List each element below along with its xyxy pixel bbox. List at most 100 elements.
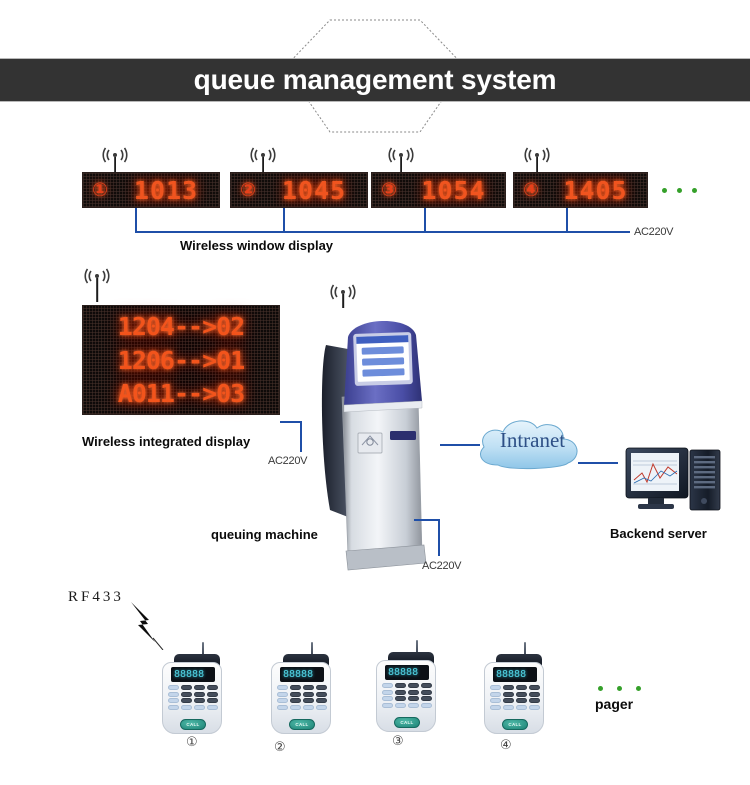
pager-key[interactable] xyxy=(206,685,218,690)
pager-keypad[interactable] xyxy=(490,685,540,710)
pager-key[interactable] xyxy=(193,685,206,690)
pager-key[interactable] xyxy=(168,704,180,710)
pager-key[interactable] xyxy=(180,691,193,697)
wireless-window-display[interactable]: ① 1013 xyxy=(82,172,220,208)
pager-lcd: 88888 xyxy=(493,667,537,682)
pager-device[interactable]: 88888 CALL xyxy=(156,642,228,734)
pager-key[interactable] xyxy=(502,685,515,690)
pager-key[interactable] xyxy=(382,689,394,695)
pager-key[interactable] xyxy=(420,702,432,708)
pager-key[interactable] xyxy=(180,698,193,703)
pager-key[interactable] xyxy=(206,698,218,703)
pager-key[interactable] xyxy=(289,691,302,697)
pager-key[interactable] xyxy=(490,698,502,703)
backend-server[interactable] xyxy=(620,440,730,520)
pager-key[interactable] xyxy=(277,698,289,703)
pager-key[interactable] xyxy=(289,698,302,703)
pager-call-button[interactable]: CALL xyxy=(180,719,206,730)
pager-key[interactable] xyxy=(193,691,206,697)
pager-key[interactable] xyxy=(490,691,502,697)
pager-key[interactable] xyxy=(289,685,302,690)
pager-key[interactable] xyxy=(515,698,528,703)
display-index: ② xyxy=(239,179,257,201)
pager-key[interactable] xyxy=(407,696,420,701)
pager-key[interactable] xyxy=(168,698,180,703)
pager-key[interactable] xyxy=(407,702,420,708)
pager-key[interactable] xyxy=(206,704,218,710)
pager-key[interactable] xyxy=(206,691,218,697)
pager-key[interactable] xyxy=(302,691,315,697)
pager-key[interactable] xyxy=(420,683,432,688)
pager-key[interactable] xyxy=(528,704,540,710)
pager-key[interactable] xyxy=(382,702,394,708)
wireless-window-display[interactable]: ③ 1054 xyxy=(371,172,506,208)
pager-keypad[interactable] xyxy=(277,685,327,710)
pager-keypad[interactable] xyxy=(168,685,218,710)
power-wire xyxy=(135,208,137,232)
wireless-signal-icon xyxy=(330,284,356,308)
pager-key[interactable] xyxy=(193,704,206,710)
pager-key[interactable] xyxy=(407,683,420,688)
pager-key[interactable] xyxy=(502,698,515,703)
pager-key[interactable] xyxy=(315,704,327,710)
pager-key[interactable] xyxy=(315,698,327,703)
pager-key[interactable] xyxy=(420,689,432,695)
pager-key[interactable] xyxy=(394,702,407,708)
pager-device[interactable]: 88888 CALL xyxy=(370,640,442,732)
pager-key[interactable] xyxy=(394,696,407,701)
pager-key[interactable] xyxy=(382,696,394,701)
pager-key[interactable] xyxy=(315,685,327,690)
pager-key[interactable] xyxy=(302,685,315,690)
display-number: 1054 xyxy=(421,175,486,205)
ellipsis-dot xyxy=(636,686,641,691)
pager-key[interactable] xyxy=(180,704,193,710)
pager-key[interactable] xyxy=(277,685,289,690)
pager-call-button[interactable]: CALL xyxy=(394,717,420,728)
wireless-signal-icon xyxy=(84,268,110,302)
pager-key[interactable] xyxy=(277,691,289,697)
pager-antenna xyxy=(311,642,313,658)
pager-key[interactable] xyxy=(193,698,206,703)
pager-device[interactable]: 88888 CALL xyxy=(265,642,337,734)
pager-call-label: CALL xyxy=(186,722,200,727)
pager-key[interactable] xyxy=(515,685,528,690)
pager-keypad[interactable] xyxy=(382,683,432,708)
pager-key[interactable] xyxy=(502,691,515,697)
pager-key[interactable] xyxy=(407,689,420,695)
pager-key[interactable] xyxy=(420,696,432,701)
pager-key[interactable] xyxy=(168,685,180,690)
pager-key[interactable] xyxy=(289,704,302,710)
pager-call-button[interactable]: CALL xyxy=(289,719,315,730)
power-wire xyxy=(438,519,440,556)
pager-key[interactable] xyxy=(168,691,180,697)
pager-call-button[interactable]: CALL xyxy=(502,719,528,730)
pager-key[interactable] xyxy=(315,691,327,697)
intranet-label: Intranet xyxy=(499,428,566,452)
pager-key[interactable] xyxy=(528,698,540,703)
pager-key[interactable] xyxy=(490,685,502,690)
queuing-machine-kiosk[interactable] xyxy=(318,305,438,575)
wireless-window-display[interactable]: ④ 1405 xyxy=(513,172,648,208)
pager-device[interactable]: 88888 CALL xyxy=(478,642,550,734)
pager-key[interactable] xyxy=(394,683,407,688)
display-index: ① xyxy=(91,179,109,201)
kiosk-seam xyxy=(343,400,423,413)
pager-key[interactable] xyxy=(502,704,515,710)
pager-key[interactable] xyxy=(515,691,528,697)
wireless-signal-icon xyxy=(524,147,550,176)
pager-key[interactable] xyxy=(302,698,315,703)
pager-key[interactable] xyxy=(302,704,315,710)
pager-call-label: CALL xyxy=(508,722,522,727)
pager-key[interactable] xyxy=(515,704,528,710)
wireless-integrated-display[interactable]: 1204-->02 1206-->01 A011-->03 xyxy=(82,305,280,415)
wireless-window-display[interactable]: ② 1045 xyxy=(230,172,368,208)
pager-key[interactable] xyxy=(394,689,407,695)
window-display-ellipsis xyxy=(662,188,697,193)
pager-key[interactable] xyxy=(180,685,193,690)
pager-key[interactable] xyxy=(490,704,502,710)
pager-key[interactable] xyxy=(277,704,289,710)
pager-key[interactable] xyxy=(382,683,394,688)
pager-key[interactable] xyxy=(528,691,540,697)
pager-antenna xyxy=(202,642,204,658)
pager-key[interactable] xyxy=(528,685,540,690)
